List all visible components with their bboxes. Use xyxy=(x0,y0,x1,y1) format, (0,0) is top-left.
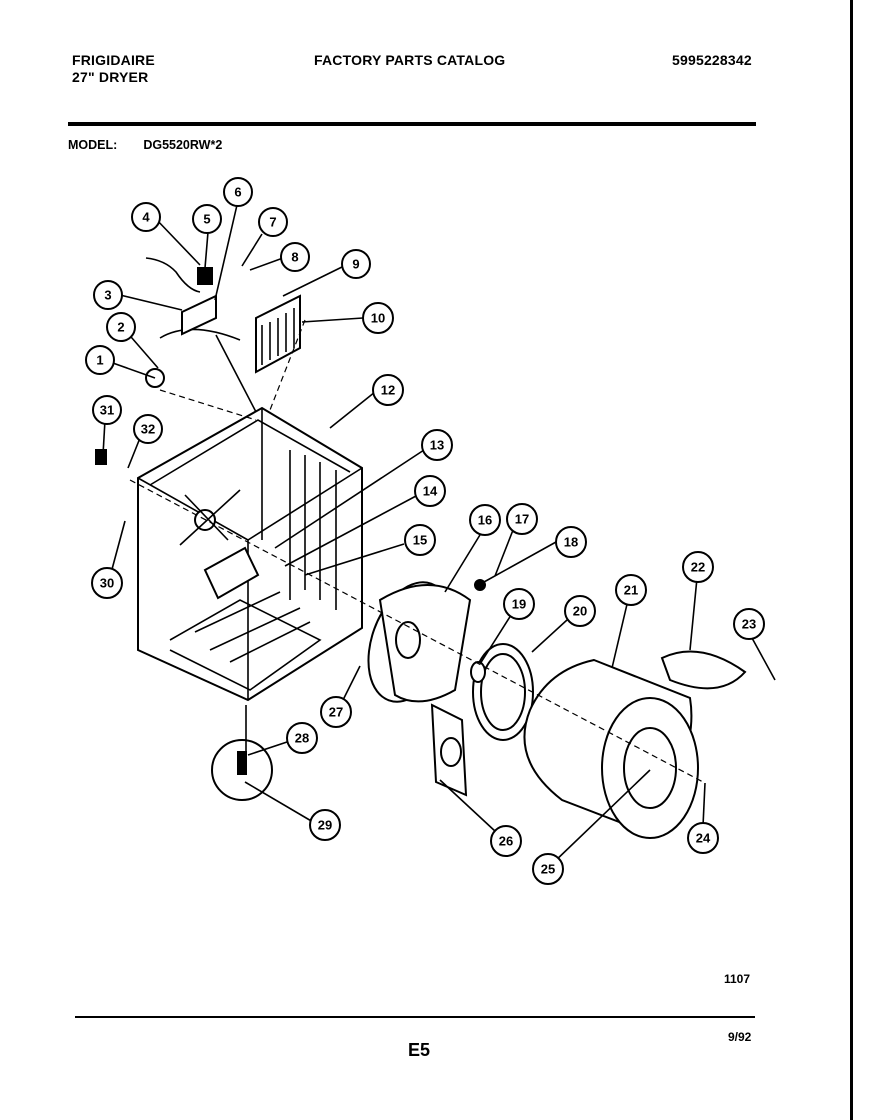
callout-12: 12 xyxy=(372,374,404,406)
callout-32: 32 xyxy=(133,414,163,444)
header-rule xyxy=(68,122,756,126)
callout-8: 8 xyxy=(280,242,310,272)
callout-14: 14 xyxy=(414,475,446,507)
svg-text:15: 15 xyxy=(413,533,427,548)
callout-31: 31 xyxy=(92,395,122,425)
callout-19: 19 xyxy=(503,588,535,620)
svg-text:13: 13 xyxy=(430,438,444,453)
svg-text:24: 24 xyxy=(696,831,711,846)
svg-text:32: 32 xyxy=(141,422,155,437)
callout-18: 18 xyxy=(555,526,587,558)
svg-text:3: 3 xyxy=(104,288,111,303)
callout-15: 15 xyxy=(404,524,436,556)
callout-23: 23 xyxy=(733,608,765,640)
svg-text:5: 5 xyxy=(203,212,210,227)
svg-text:31: 31 xyxy=(100,403,114,418)
brand-name: FRIGIDAIRE xyxy=(72,52,155,68)
callout-6: 6 xyxy=(223,177,253,207)
foot-drawing xyxy=(211,705,273,801)
page-edge xyxy=(850,0,853,1120)
callout-13: 13 xyxy=(421,429,453,461)
svg-text:20: 20 xyxy=(573,604,587,619)
svg-text:14: 14 xyxy=(423,484,438,499)
catalog-number: 5995228342 xyxy=(672,52,752,68)
svg-text:22: 22 xyxy=(691,560,705,575)
svg-text:21: 21 xyxy=(624,583,638,598)
svg-text:6: 6 xyxy=(234,185,241,200)
model-row: MODEL: DG5520RW*2 xyxy=(68,138,222,152)
svg-text:17: 17 xyxy=(515,512,529,527)
revision-date: 9/92 xyxy=(728,1030,752,1044)
svg-text:26: 26 xyxy=(499,834,513,849)
model-label: MODEL: xyxy=(68,138,118,152)
callout-30: 30 xyxy=(91,567,123,599)
svg-text:28: 28 xyxy=(295,731,309,746)
brand-block: FRIGIDAIRE 27" DRYER xyxy=(72,52,155,86)
callout-2: 2 xyxy=(106,312,136,342)
svg-text:9: 9 xyxy=(352,257,359,272)
svg-text:7: 7 xyxy=(269,215,276,230)
svg-text:16: 16 xyxy=(478,513,492,528)
callout-5: 5 xyxy=(192,204,222,234)
callout-27: 27 xyxy=(320,696,352,728)
callout-22: 22 xyxy=(682,551,714,583)
model-value: DG5520RW*2 xyxy=(143,138,223,152)
svg-text:27: 27 xyxy=(329,705,343,720)
footer-rule xyxy=(75,1016,755,1018)
drum-assembly-drawing xyxy=(129,479,747,839)
callout-16: 16 xyxy=(469,504,501,536)
svg-text:1: 1 xyxy=(96,353,103,368)
svg-text:23: 23 xyxy=(742,617,756,632)
svg-text:25: 25 xyxy=(541,862,555,877)
svg-text:8: 8 xyxy=(291,250,298,265)
svg-text:30: 30 xyxy=(100,576,114,591)
callout-28: 28 xyxy=(286,722,318,754)
callout-9: 9 xyxy=(341,249,371,279)
callout-1: 1 xyxy=(85,345,115,375)
svg-text:12: 12 xyxy=(381,383,395,398)
svg-text:10: 10 xyxy=(371,311,385,326)
callout-29: 29 xyxy=(309,809,341,841)
svg-text:2: 2 xyxy=(117,320,124,335)
callout-7: 7 xyxy=(258,207,288,237)
callout-20: 20 xyxy=(564,595,596,627)
callout-24: 24 xyxy=(687,822,719,854)
catalog-title: FACTORY PARTS CATALOG xyxy=(314,52,506,68)
callout-17: 17 xyxy=(506,503,538,535)
callout-3: 3 xyxy=(93,280,123,310)
svg-text:18: 18 xyxy=(564,535,578,550)
callout-4: 4 xyxy=(131,202,161,232)
svg-text:4: 4 xyxy=(142,210,150,225)
callout-26: 26 xyxy=(490,825,522,857)
callout-21: 21 xyxy=(615,574,647,606)
leader-lines xyxy=(102,204,776,865)
diagram-code: 1107 xyxy=(724,972,751,986)
page-number: E5 xyxy=(408,1040,431,1060)
callout-25: 25 xyxy=(532,853,564,885)
callout-10: 10 xyxy=(362,302,394,334)
svg-text:29: 29 xyxy=(318,818,332,833)
product-name: 27" DRYER xyxy=(72,69,149,85)
svg-text:19: 19 xyxy=(512,597,526,612)
cabinet-drawing xyxy=(137,406,363,702)
